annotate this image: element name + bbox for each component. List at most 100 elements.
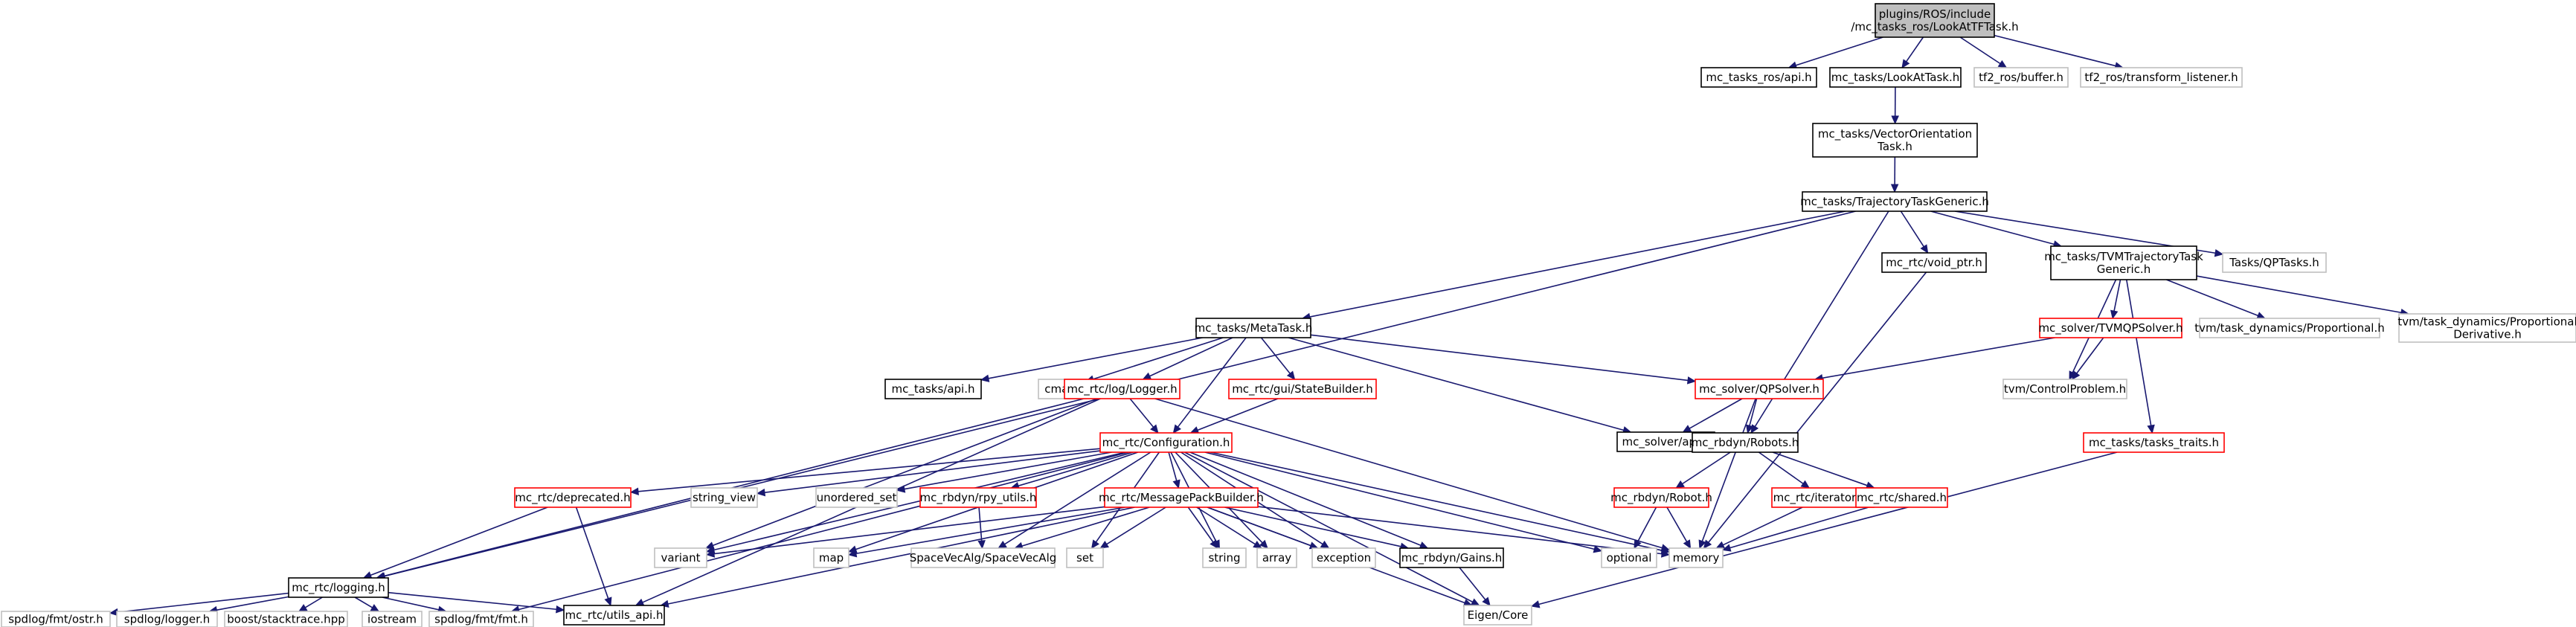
edge-n21-n49 xyxy=(1184,451,1480,606)
node-box xyxy=(362,611,423,627)
node-n2[interactable]: mc_tasks/LookAtTask.h xyxy=(1829,67,1962,88)
node-n17[interactable]: mc_solver/TVMQPSolver.h xyxy=(2038,318,2183,338)
node-box xyxy=(1399,547,1504,568)
node-label: optional xyxy=(1607,551,1652,565)
node-n21[interactable]: mc_rtc/Configuration.h xyxy=(1099,432,1233,453)
node-label: mc_rbdyn/Robot.h xyxy=(1610,491,1712,505)
edge-n16-n42 xyxy=(1698,398,1756,550)
node-n8[interactable]: mc_tasks/MetaTask.h xyxy=(1195,318,1313,338)
node-n48[interactable]: mc_rtc/utils_api.h xyxy=(563,605,665,626)
node-n35: SpaceVecAlg/SpaceVecAlg xyxy=(910,547,1057,568)
node-n0[interactable]: plugins/ROS/include/mc_tasks_ros/LookAtT… xyxy=(1851,3,2019,38)
node-label: unordered_set xyxy=(817,491,897,505)
node-box xyxy=(1700,67,1817,88)
node-n23[interactable]: mc_rbdyn/Robots.h xyxy=(1692,432,1799,453)
edge-n21-n27 xyxy=(896,451,1112,493)
edge-n21-n47 xyxy=(510,451,1129,614)
edge-n8-n16 xyxy=(1310,334,1697,385)
node-label: SpaceVecAlg/SpaceVecAlg xyxy=(910,551,1057,565)
node-box xyxy=(1695,379,1824,399)
node-n45: boost/stacktrace.hpp xyxy=(224,611,348,627)
node-n15[interactable]: mc_rtc/gui/StateBuilder.h xyxy=(1228,379,1377,399)
node-box xyxy=(1812,123,1978,158)
edge-n21-n41 xyxy=(1204,451,1603,553)
node-label: boost/stacktrace.hpp xyxy=(227,613,344,626)
node-box xyxy=(514,487,632,508)
node-n33: variant xyxy=(654,547,707,568)
edge-n14-n33 xyxy=(704,398,1097,550)
node-n14[interactable]: mc_rtc/log/Logger.h xyxy=(1064,379,1181,399)
node-box xyxy=(1601,547,1657,568)
edge-n0-n3 xyxy=(1959,36,2008,68)
node-n18: tvm/ControlProblem.h xyxy=(2002,379,2127,399)
node-n9[interactable]: mc_rtc/void_ptr.h xyxy=(1881,252,1987,273)
node-label: exception xyxy=(1317,551,1371,565)
node-box xyxy=(1202,547,1247,568)
node-n44: spdlog/logger.h xyxy=(116,611,218,627)
node-box xyxy=(1311,547,1376,568)
node-box xyxy=(1855,487,1948,508)
node-n7[interactable]: mc_rtc/logging.h xyxy=(288,577,389,598)
node-n12[interactable]: mc_tasks/api.h xyxy=(884,379,982,399)
edge-n25-n48 xyxy=(575,507,612,607)
node-box xyxy=(116,611,218,627)
node-n20: tvm/task_dynamics/ProportionalDerivative… xyxy=(2397,313,2576,343)
node-n27: unordered_set xyxy=(815,487,898,508)
node-n24[interactable]: mc_tasks/tasks_traits.h xyxy=(2083,432,2225,453)
edge-n30-n42 xyxy=(1666,507,1692,550)
node-label: /mc_tasks_ros/LookAtTFTask.h xyxy=(1851,20,2018,34)
node-n41: optional xyxy=(1601,547,1657,568)
edge-n10-n24 xyxy=(2125,279,2155,434)
node-box xyxy=(2199,318,2380,338)
edge-n23-n30 xyxy=(1675,451,1731,489)
node-label: Generic.h xyxy=(2097,263,2151,276)
node-label: array xyxy=(1262,551,1291,565)
edge-n6-n9 xyxy=(1900,210,1929,254)
node-label: map xyxy=(819,551,844,565)
edge-n10-n17 xyxy=(2110,279,2121,320)
node-n26: string_view xyxy=(690,487,758,508)
node-label: tf2_ros/transform_listener.h xyxy=(2084,71,2238,85)
node-box xyxy=(910,547,1056,568)
edge-n16-n22 xyxy=(1682,398,1743,433)
node-n32[interactable]: mc_rtc/shared.h xyxy=(1855,487,1948,508)
node-n46: iostream xyxy=(362,611,423,627)
node-box xyxy=(1256,547,1297,568)
node-n30[interactable]: mc_rbdyn/Robot.h xyxy=(1610,487,1712,508)
node-label: mc_rtc/gui/StateBuilder.h xyxy=(1232,382,1373,396)
node-n47: spdlog/fmt/fmt.h xyxy=(428,611,534,627)
node-label: Eigen/Core xyxy=(1468,608,1529,622)
node-box xyxy=(1066,547,1104,568)
edge-n0-n4 xyxy=(1994,34,2124,70)
node-label: mc_tasks/tasks_traits.h xyxy=(2089,436,2219,450)
node-label: mc_rtc/iterators.h xyxy=(1773,491,1873,505)
node-box xyxy=(815,487,898,508)
edge-n29-n42 xyxy=(1257,506,1671,558)
node-n16[interactable]: mc_solver/QPSolver.h xyxy=(1695,379,1824,399)
edge-n29-n34 xyxy=(847,507,1125,558)
node-n6[interactable]: mc_tasks/TrajectoryTaskGeneric.h xyxy=(1800,191,1989,212)
edge-n32-n42 xyxy=(1721,507,1869,552)
node-box xyxy=(919,487,1037,508)
node-label: mc_solver/api.h xyxy=(1622,435,1709,449)
node-n29[interactable]: mc_rtc/MessagePackBuilder.h xyxy=(1099,487,1264,508)
edge-n6-n8 xyxy=(1301,210,1846,321)
edge-n15-n21 xyxy=(1189,398,1279,434)
node-label: mc_tasks/TVMTrajectoryTask xyxy=(2044,250,2203,264)
node-box xyxy=(1099,432,1233,453)
node-label: tvm/task_dynamics/Proportional xyxy=(2397,315,2576,329)
node-label: spdlog/logger.h xyxy=(124,613,210,626)
node-n42: memory xyxy=(1668,547,1724,568)
node-box xyxy=(1802,191,1988,212)
node-label: mc_tasks/api.h xyxy=(892,382,975,396)
node-n25[interactable]: mc_rtc/deprecated.h xyxy=(514,487,632,508)
node-n36: set xyxy=(1066,547,1104,568)
node-label: mc_tasks/LookAtTask.h xyxy=(1831,71,1959,85)
node-label: mc_rtc/Configuration.h xyxy=(1102,436,1230,450)
node-n40[interactable]: mc_rbdyn/Gains.h xyxy=(1399,547,1504,568)
node-n1[interactable]: mc_tasks_ros/api.h xyxy=(1700,67,1817,88)
edge-n10-n20 xyxy=(2196,275,2410,317)
node-n28[interactable]: mc_rbdyn/rpy_utils.h xyxy=(919,487,1037,508)
